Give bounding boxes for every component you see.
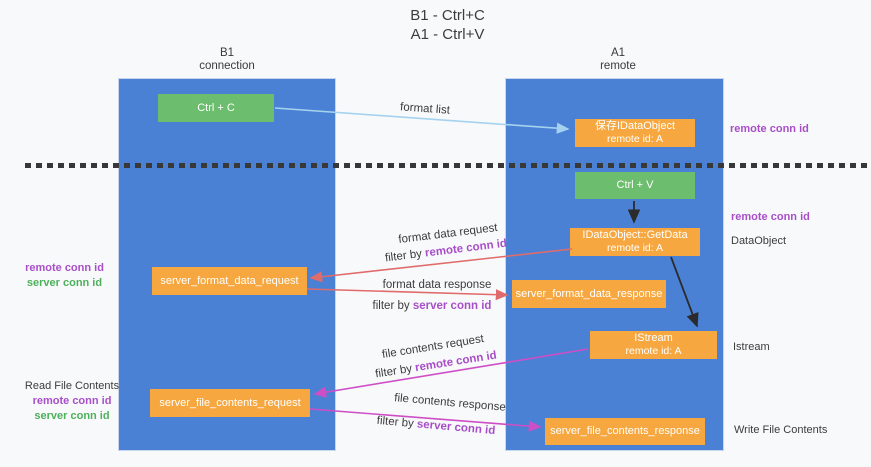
getdata-line1: IDataObject::GetData [582,229,688,241]
server-file-contents-request-label: server_file_contents_request [159,396,301,409]
filter-by-text: filter by [374,362,417,381]
ctrl-c-box: Ctrl + C [158,94,274,122]
lifeline-a1-name: A1 [610,47,626,59]
phase-divider-dashed-line [25,163,871,168]
remote-conn-id-label-top: remote conn id [730,123,809,135]
server-format-data-request-label: server_format_data_request [160,274,299,287]
idataobject-getdata-box: IDataObject::GetData remote id: A [570,228,700,256]
server-conn-id-label-left: server conn id [26,277,103,289]
ctrl-v-box: Ctrl + V [575,172,695,199]
title-line-2: A1 - Ctrl+V [410,26,485,43]
filter-by-text: filter by [376,414,418,431]
save-idataobject-box: 保存IDataObject remote id: A [575,119,695,147]
server-file-contents-request-box: server_file_contents_request [150,389,310,417]
filter-by-text: filter by [372,300,413,312]
getdata-line2: remote id: A [606,242,664,254]
remote-conn-id-label-left: remote conn id [25,262,104,274]
istream-side-label: Istream [733,341,770,353]
server-format-data-response-label: server_format_data_response [515,287,663,300]
server-file-contents-response-label: server_file_contents_response [550,425,700,437]
ctrl-v-label: Ctrl + V [616,179,654,191]
lifeline-header-a1: A1 remote [548,47,688,73]
save-idataobject-line1: 保存IDataObject [594,120,676,132]
lifeline-b1-name: B1 [219,47,235,59]
format-list-label: format list [399,101,451,117]
remote-conn-id-label-left-bottom: remote conn id [32,395,112,407]
left-conn-id-block-bottom: Read File Contents remote conn id server… [8,379,136,424]
read-file-contents-label: Read File Contents [24,380,120,392]
lifeline-a1-role: remote [600,60,636,72]
diagram-title: B1 - Ctrl+C A1 - Ctrl+V [0,6,871,44]
file-contents-response-filter-label: filter by server conn id [376,415,495,437]
server-format-data-response-box: server_format_data_response [512,280,666,308]
lifeline-column-b1 [118,78,336,451]
istream-line1: IStream [634,332,673,344]
istream-box: IStream remote id: A [590,331,717,359]
server-file-contents-response-box: server_file_contents_response [545,418,705,445]
lifeline-b1-role: connection [199,60,255,72]
server-conn-id-label-left-bottom: server conn id [34,410,110,422]
left-conn-id-block-top: remote conn id server conn id [0,261,129,291]
ctrl-c-label: Ctrl + C [197,101,235,114]
istream-line2: remote id: A [625,345,682,357]
format-data-response-label: format data response [382,279,492,291]
server-conn-id-highlight: server conn id [416,418,496,438]
format-data-response-filter-label: filter by server conn id [373,300,492,312]
title-line-1: B1 - Ctrl+C [410,7,485,24]
dataobject-label: DataObject [731,235,787,247]
save-idataobject-line2: remote id: A [606,133,664,145]
lifeline-header-b1: B1 connection [157,47,297,73]
file-contents-response-label: file contents response [393,392,507,414]
server-format-data-request-box: server_format_data_request [152,267,307,295]
remote-conn-id-label-mid: remote conn id [731,211,810,223]
server-conn-id-highlight: server conn id [412,300,492,312]
filter-by-text: filter by [384,247,426,265]
write-file-contents-label: Write File Contents [734,424,828,436]
